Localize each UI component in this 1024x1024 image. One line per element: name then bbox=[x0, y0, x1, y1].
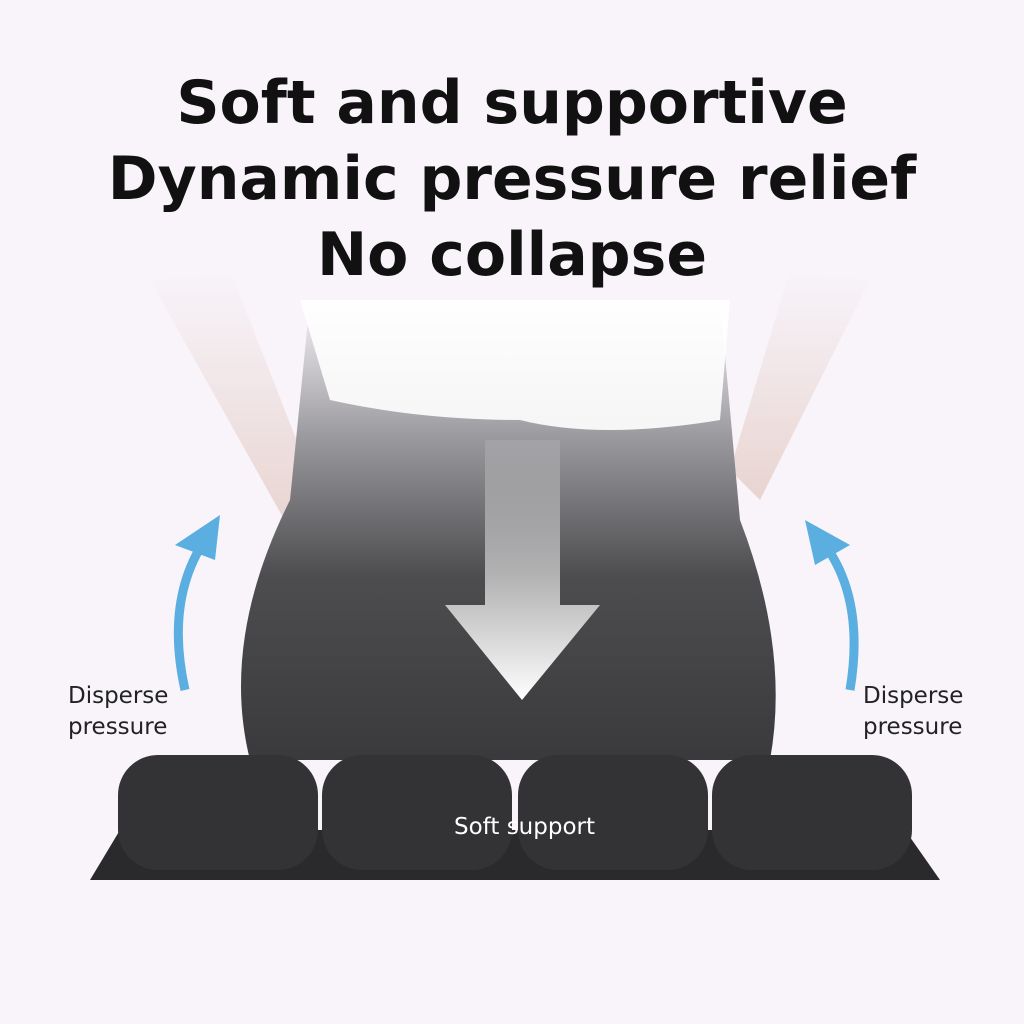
left-label: Disperse pressure bbox=[68, 683, 169, 740]
right-label: Disperse pressure bbox=[863, 683, 964, 740]
shirt bbox=[300, 300, 730, 430]
pressure-down-arrow bbox=[445, 440, 600, 700]
right-arm bbox=[730, 270, 870, 500]
center-label: Soft support bbox=[454, 814, 595, 840]
left-arrow-head bbox=[175, 515, 220, 560]
headline-line-3: No collapse bbox=[316, 220, 708, 290]
right-blue-arrow bbox=[821, 542, 859, 691]
headline-line-1: Soft and supportive bbox=[176, 68, 848, 138]
right-arrow-head bbox=[805, 520, 850, 565]
left-arm bbox=[150, 270, 320, 530]
headline-line-2: Dynamic pressure relief bbox=[107, 144, 917, 214]
cushion-cells bbox=[118, 755, 912, 870]
left-blue-arrow bbox=[173, 537, 209, 691]
